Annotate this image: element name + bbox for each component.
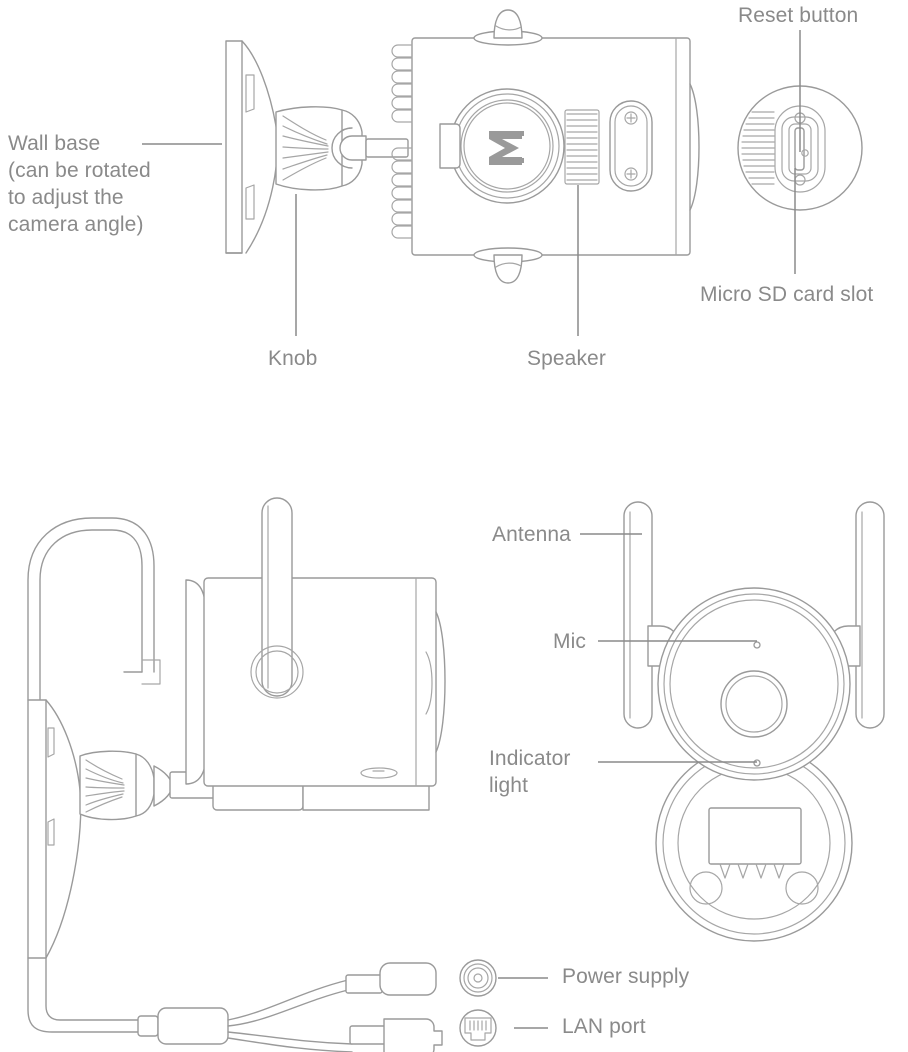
label-knob: Knob bbox=[268, 347, 318, 370]
label-indicator-light: Indicator light bbox=[489, 747, 571, 797]
label-antenna: Antenna bbox=[492, 523, 571, 546]
label-lan-port: LAN port bbox=[562, 1015, 646, 1038]
label-micro-sd-slot: Micro SD card slot bbox=[700, 283, 874, 306]
wall-base-plate-side bbox=[27, 699, 47, 959]
label-wall-base: Wall base (can be rotated to adjust the … bbox=[8, 132, 151, 236]
base-circle bbox=[655, 744, 853, 942]
power-supply-icon bbox=[459, 959, 497, 997]
reset-pinhole bbox=[801, 149, 809, 157]
knob-cone bbox=[275, 106, 409, 191]
antenna-side bbox=[250, 497, 304, 699]
label-mic: Mic bbox=[553, 630, 586, 653]
indicator-light-hole bbox=[753, 759, 761, 767]
leader-lines bbox=[142, 30, 801, 1029]
mic-hole bbox=[753, 641, 761, 649]
heatsink-fins bbox=[391, 44, 413, 239]
lan-plug bbox=[383, 1018, 443, 1052]
bottom-front-view bbox=[623, 501, 885, 942]
label-speaker: Speaker bbox=[527, 347, 606, 370]
cable-splitter bbox=[157, 1007, 229, 1045]
bottom-screw bbox=[473, 247, 543, 284]
bracket-arm bbox=[708, 807, 802, 865]
label-power-supply: Power supply bbox=[562, 965, 690, 988]
wall-base-plate bbox=[225, 40, 279, 254]
lens-logo-icon bbox=[489, 131, 524, 165]
lens-ring bbox=[657, 587, 851, 781]
speaker-grille bbox=[564, 109, 600, 185]
bottom-assembled-side-view bbox=[27, 497, 446, 1052]
camera-body-side bbox=[391, 9, 700, 284]
lan-port-icon bbox=[459, 1009, 497, 1047]
top-screw bbox=[473, 9, 543, 46]
knob-ridges bbox=[282, 115, 329, 181]
label-reset-button: Reset button bbox=[738, 4, 859, 27]
power-plug bbox=[379, 962, 437, 996]
lens bbox=[720, 670, 788, 738]
rear-cap-fins bbox=[741, 111, 775, 185]
oval-screw-plate bbox=[609, 100, 653, 192]
lens-assembly bbox=[439, 88, 565, 204]
